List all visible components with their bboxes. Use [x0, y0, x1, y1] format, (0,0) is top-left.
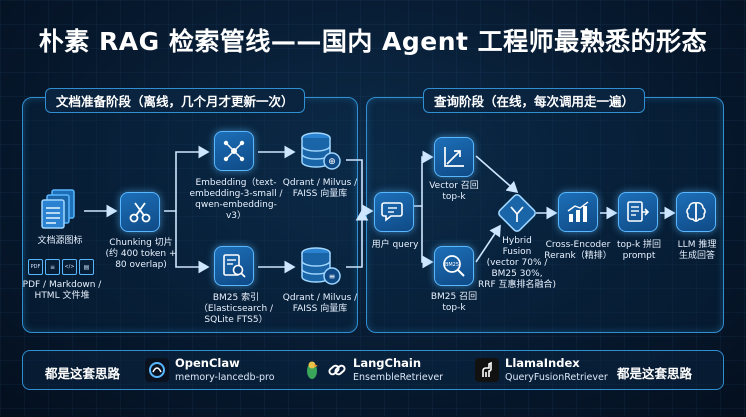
brain-icon — [686, 202, 706, 222]
arrow-bm25-recall-to-fusion — [475, 224, 501, 263]
bm25-store-node: ≡ — [298, 246, 342, 290]
svg-text:⊕: ⊕ — [328, 157, 336, 167]
docs-label: PDF / Markdown / HTML 文件堆 — [22, 280, 102, 301]
rerank-label: Cross-Encoder Rerank（精排） — [544, 240, 612, 261]
framework-name-openclaw: OpenClaw — [175, 356, 240, 370]
prompt-assembly-node — [618, 192, 658, 232]
document-search-icon — [223, 254, 246, 278]
bar-chart-icon — [567, 201, 589, 222]
offline-stage-heading: 文档准备阶段（离线，几个月才更新一次） — [45, 88, 305, 113]
database-icon: ≡ — [301, 247, 341, 285]
arrow-bm25-store-to-query — [346, 209, 369, 268]
vector-recall-node — [434, 137, 474, 177]
arrow-chunking-to-bm25 — [175, 211, 210, 274]
vector-store-label: Qdrant / Milvus / FAISS 向量库 — [282, 178, 358, 199]
embedding-label: Embedding（text- embedding-3-small / qwen… — [189, 178, 283, 221]
prompt-document-icon — [627, 201, 650, 222]
offline-stage-panel: 文档准备阶段（离线，几个月才更新一次） — [22, 88, 358, 333]
user-query-node — [374, 192, 414, 232]
chunking-node — [120, 192, 160, 232]
merge-diamond-icon — [498, 194, 536, 232]
scissors-icon — [129, 202, 151, 223]
arrow-vector-recall-to-fusion — [475, 155, 519, 194]
vector-recall-label: Vector 召回 top-k — [429, 181, 479, 202]
framework-name-llamaindex: LlamaIndex — [505, 356, 580, 370]
bm25-store-label: Qdrant / Milvus / FAISS 向量库 — [282, 293, 358, 314]
bm25-index-node — [214, 246, 254, 286]
pdf-file-icon: PDF — [28, 259, 43, 275]
bar-left-text: 都是这套思路 — [45, 366, 121, 381]
html-file-icon: ▤ — [79, 259, 94, 275]
network-nodes-icon — [223, 140, 245, 162]
arrow-query-to-bm25-recall — [421, 206, 434, 269]
chat-bubble-icon — [381, 202, 403, 222]
chain-link-icon — [325, 358, 349, 382]
bm25-recall-label: BM25 召回 top-k — [430, 292, 478, 313]
bar-right-text: 都是这套思路 — [617, 366, 693, 381]
code-file-icon: </> — [62, 259, 77, 275]
database-icon: ⊕ — [301, 132, 341, 170]
chunking-label: Chunking 切片 (约 400 token + 80 overlap) — [105, 238, 177, 270]
rerank-node — [558, 192, 598, 232]
framework-bar: 都是这套思路 OpenClaw memory-lancedb-pro LangC… — [22, 350, 724, 390]
langchain-parrot-icon — [301, 358, 325, 382]
llm-node — [676, 192, 716, 232]
arrow-chunking-to-embedding — [164, 145, 210, 212]
llm-label: LLM 推理 生成回答 — [677, 240, 717, 261]
arrow-query-to-vector-recall — [413, 150, 434, 207]
online-stage-heading: 查询阶段（在线，每次调用走一遍） — [423, 88, 646, 113]
user-query-label: 用户 query — [371, 240, 419, 250]
bm25-index-label: BM25 索引 （Elasticsearch / SQLite FTS5） — [198, 293, 274, 325]
embedding-node — [214, 131, 254, 171]
hybrid-fusion-node — [496, 192, 538, 234]
svg-text:≡: ≡ — [329, 272, 336, 281]
online-stage-panel: 查询阶段（在线，每次调用走一遍） — [366, 88, 724, 333]
framework-name-langchain: LangChain — [353, 356, 422, 370]
docs-icon-label: 文档源图标 — [37, 236, 83, 246]
magnifier-icon: BM25 — [443, 255, 465, 277]
framework-sub-langchain: EnsembleRetriever — [353, 372, 444, 383]
prompt-assembly-label: top-k 拼回 prompt — [616, 240, 662, 261]
file-type-icons: PDF ≡ </> ▤ — [28, 259, 94, 275]
text-file-icon: ≡ — [45, 259, 60, 275]
openclaw-logo-icon — [145, 358, 169, 382]
document-stack-icon — [40, 188, 80, 230]
bm25-badge: BM25 — [445, 262, 459, 268]
llamaindex-llama-icon — [475, 358, 499, 382]
vector-store-node: ⊕ — [298, 131, 342, 175]
framework-sub-llamaindex: QueryFusionRetriever — [505, 372, 608, 383]
vector-axis-icon — [444, 147, 464, 167]
framework-sub-openclaw: memory-lancedb-pro — [175, 372, 275, 383]
hybrid-fusion-label: Hybrid Fusion (vector 70% / BM25 30%, RR… — [477, 236, 557, 290]
page-title: 朴素 RAG 检索管线——国内 Agent 工程师最熟悉的形态 — [38, 27, 708, 56]
bm25-recall-node: BM25 — [434, 246, 474, 286]
